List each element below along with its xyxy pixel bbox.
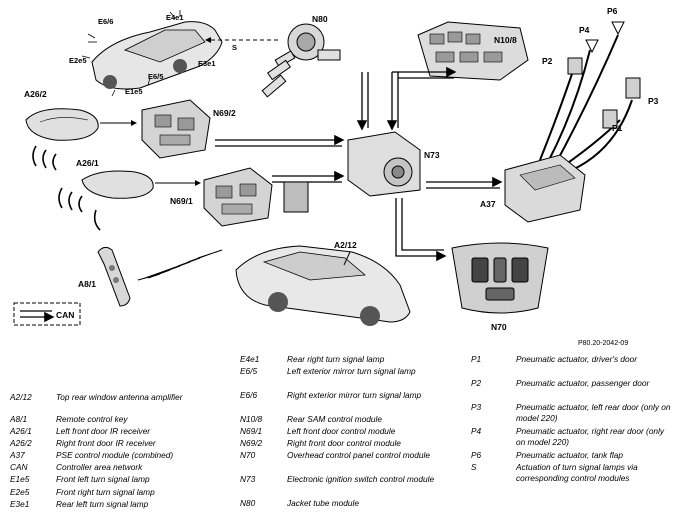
legend-description: Front left turn signal lamp	[56, 474, 150, 484]
n73-module-illustration	[347, 131, 421, 197]
label-a26-1: A26/1	[76, 158, 99, 168]
legend-description: Pneumatic actuator, tank flap	[516, 450, 624, 460]
car-bottom-illustration	[235, 245, 411, 326]
label-n10-8: N10/8	[494, 35, 517, 45]
legend-code: P1	[471, 354, 482, 364]
legend-description: Pneumatic actuator, left rear door (only…	[516, 402, 671, 423]
legend-code: N10/8	[240, 414, 263, 424]
legend-code: N70	[240, 450, 256, 460]
remote-signal-waves	[137, 249, 223, 281]
label-a37: A37	[480, 199, 496, 209]
label-p2: P2	[542, 56, 553, 66]
label-e6-6: E6/6	[98, 17, 113, 26]
label-can: CAN	[56, 310, 74, 320]
legend-description: Right front door control module	[287, 438, 401, 448]
ir-beam-arcs	[32, 145, 101, 231]
legend-description: Actuation of turn signal lamps via corre…	[516, 462, 638, 483]
label-n69-2: N69/2	[213, 108, 236, 118]
label-p3: P3	[648, 96, 659, 106]
legend-description: Rear SAM control module	[287, 414, 382, 424]
legend-code: N80	[240, 498, 256, 508]
legend-description: Front right turn signal lamp	[56, 487, 155, 497]
a26-2-receiver-illustration	[25, 108, 99, 141]
legend-code: A8/1	[10, 414, 28, 424]
legend-code: N73	[240, 474, 256, 484]
figure-reference: P80.20-2042-09	[578, 340, 629, 347]
legend-description: Pneumatic actuator, right rear door (onl…	[516, 426, 665, 447]
label-a2-12: A2/12	[334, 240, 357, 250]
legend-description: Overhead control panel control module	[287, 450, 430, 460]
legend-code: E6/6	[240, 390, 258, 400]
label-p4: P4	[579, 25, 590, 35]
label-e2e5: E2e5	[69, 56, 87, 65]
legend-description: Rear right turn signal lamp	[287, 354, 385, 364]
legend-code: E2e5	[10, 487, 30, 497]
label-e4e1: E4e1	[166, 13, 184, 22]
label-n69-1: N69/1	[170, 196, 193, 206]
legend-code: A37	[10, 450, 25, 460]
legend-description: Right exterior mirror turn signal lamp	[287, 390, 422, 400]
legend-code: E6/5	[240, 366, 258, 376]
legend-description: Controller area network	[56, 462, 143, 472]
legend-description: Right front door IR receiver	[56, 438, 156, 448]
a8-1-remote-key-illustration	[97, 246, 131, 307]
pneumatic-actuators-illustration	[539, 21, 641, 171]
car-top-illustration	[81, 10, 223, 97]
legend-code: CAN	[10, 462, 28, 472]
label-e3e1: E3e1	[198, 59, 216, 68]
label-a26-2: A26/2	[24, 89, 47, 99]
legend-code: N69/2	[240, 438, 263, 448]
label-a8-1: A8/1	[78, 279, 96, 289]
label-p1: P1	[612, 123, 623, 133]
label-p6: P6	[607, 6, 618, 16]
legend-code: A26/1	[10, 426, 32, 436]
label-s: S	[232, 43, 237, 52]
n69-1-module-illustration	[203, 167, 309, 227]
label-e1e5: E1e5	[125, 87, 143, 96]
legend-description: PSE control module (combined)	[56, 450, 174, 460]
legend-description: Left front door IR receiver	[56, 426, 151, 436]
label-n70: N70	[491, 322, 507, 332]
n10-8-module-illustration	[417, 21, 529, 81]
a37-module-illustration	[504, 154, 586, 223]
n69-2-module-illustration	[141, 99, 211, 159]
legend-code: A26/2	[10, 438, 32, 448]
legend-description: Pneumatic actuator, passenger door	[516, 378, 650, 388]
legend-description: Rear left turn signal lamp	[56, 499, 149, 509]
label-n73: N73	[424, 150, 440, 160]
legend-code: P2	[471, 378, 482, 388]
legend-code: E1e5	[10, 474, 30, 484]
can-legend-box	[13, 302, 81, 326]
system-diagram: E4e1 E6/6 E2e5 E3e1 E6/5 E1e5 S N80 N10/…	[13, 6, 659, 332]
legend-code: E3e1	[10, 499, 30, 509]
legend-description: Jacket tube module	[287, 498, 359, 508]
a26-1-receiver-illustration	[81, 170, 154, 199]
legend-description: Pneumatic actuator, driver's door	[516, 354, 638, 364]
legend-code: E4e1	[240, 354, 260, 364]
legend-description: Left front door control module	[287, 426, 396, 436]
label-e6-5: E6/5	[148, 72, 163, 81]
legend-code: N69/1	[240, 426, 263, 436]
legend-code: S	[471, 462, 477, 472]
legend-description: Left exterior mirror turn signal lamp	[287, 366, 416, 376]
n80-module-illustration	[261, 23, 341, 98]
n70-module-illustration	[451, 242, 549, 314]
legend-code: P3	[471, 402, 482, 412]
legend-code: A2/12	[10, 392, 32, 402]
legend-code: P6	[471, 450, 482, 460]
legend-description: Top rear window antenna amplifier	[56, 392, 183, 402]
label-n80: N80	[312, 14, 328, 24]
legend-code: P4	[471, 426, 482, 436]
legend-description: Electronic ignition switch control modul…	[287, 474, 435, 484]
legend-description: Remote control key	[56, 414, 128, 424]
